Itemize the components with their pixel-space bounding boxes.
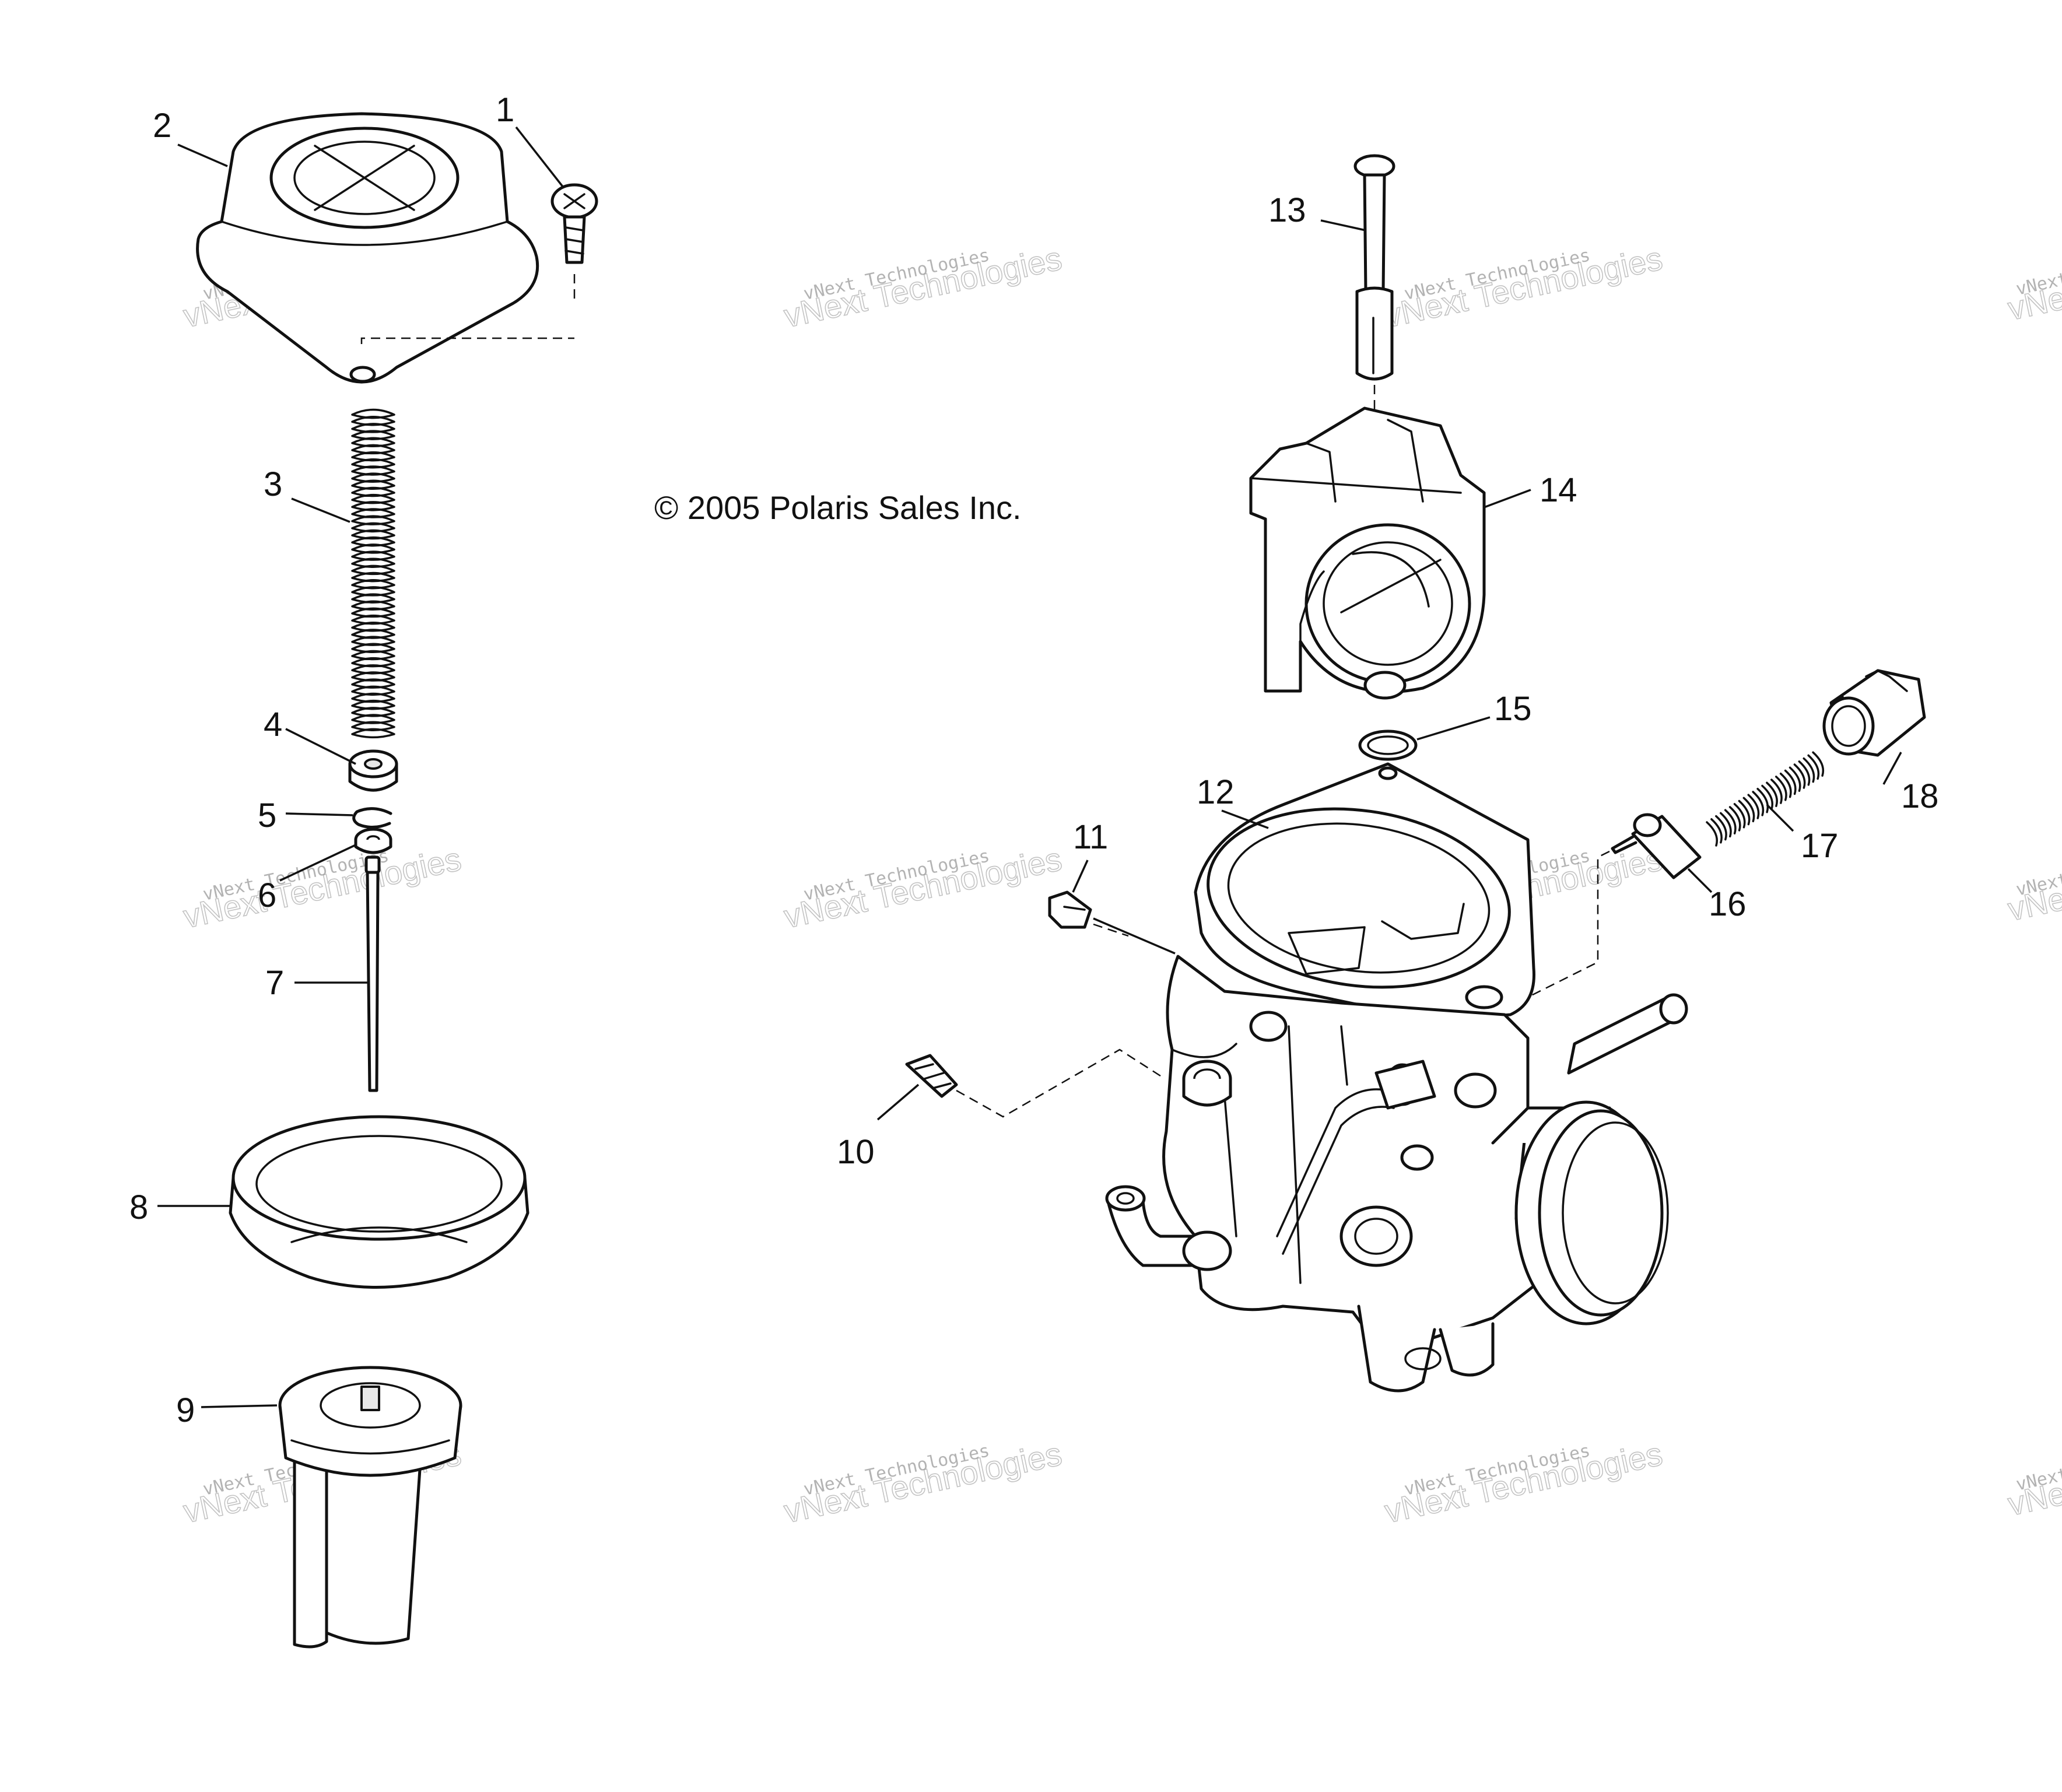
callout-8: 8 [129,1188,148,1226]
watermark: vNext Technologies vNext Technologies [1381,239,1666,335]
callout-9: 9 [176,1391,195,1429]
part-12-main-body [1105,762,1688,1393]
callout-1: 1 [496,91,514,129]
part-15-oring [1358,730,1418,761]
screw-alignment-dashes [360,274,576,344]
part-11-screw [1048,890,1092,929]
watermark: vNext Technologies vNext Technologies [2004,232,2062,328]
watermark: vNext Technologies vNext Technologies [780,1435,1065,1530]
part-17-spring [1706,751,1825,847]
part-14-top-body [1249,406,1486,700]
callout-17: 17 [1801,827,1839,865]
part-18-fitting [1822,669,1926,757]
part-3-spring [351,408,395,739]
callout-5: 5 [258,797,276,834]
watermark: vNext Technologies vNext Technologies [780,239,1065,335]
watermark-text: vNext Technologies [2014,1436,2062,1495]
callout-14: 14 [1540,471,1577,509]
part-2-cover [196,112,539,384]
watermark: vNext Technologies vNext Technologies [2004,1428,2062,1523]
watermarks: vNext Technologies vNext Technologies vN… [180,232,2062,1530]
jet-alignment-dashes [956,1048,1161,1118]
part-5-clip [352,807,392,829]
watermark: vNext Technologies vNext Technologies [1381,1435,1666,1530]
callout-16: 16 [1709,885,1747,923]
callout-4: 4 [264,706,282,744]
copyright-text: © 2005 Polaris Sales Inc. [654,489,1022,526]
callout-18: 18 [1901,777,1939,815]
callout-6: 6 [258,876,276,914]
leader-11-body [1093,917,1176,955]
callout-3: 3 [264,465,282,503]
leader-lines [157,126,1902,1408]
part-1-screw [550,183,598,264]
part-16-valve [1611,813,1702,879]
callout-2: 2 [153,107,171,145]
valve-alignment-dashes [1527,850,1610,998]
leader-11-dash [1093,923,1129,937]
callout-11: 11 [1073,818,1108,856]
part-4-seat [348,749,398,792]
callout-7: 7 [265,964,284,1002]
callouts: 1 2 3 4 5 6 7 8 9 10 11 12 13 14 15 16 1… [129,91,1939,1429]
part-13-plunger [1353,154,1395,381]
part-9-jet [278,1366,462,1649]
part-8-slide [229,1115,529,1289]
watermark-text: vNext Technologies [2014,240,2062,300]
watermark: vNext Technologies vNext Technologies [180,840,465,935]
part-7-needle [364,855,381,1092]
part-6-washer [354,827,392,854]
callout-12: 12 [1197,773,1235,811]
watermark: vNext Technologies vNext Technologies [780,840,1065,935]
callout-13: 13 [1268,191,1306,229]
watermark-text: vNext Technologies [2014,841,2062,900]
callout-15: 15 [1494,690,1532,728]
callout-10: 10 [837,1133,875,1171]
part-10-jet [905,1054,958,1098]
watermark: vNext Technologies vNext Technologies [2004,833,2062,928]
